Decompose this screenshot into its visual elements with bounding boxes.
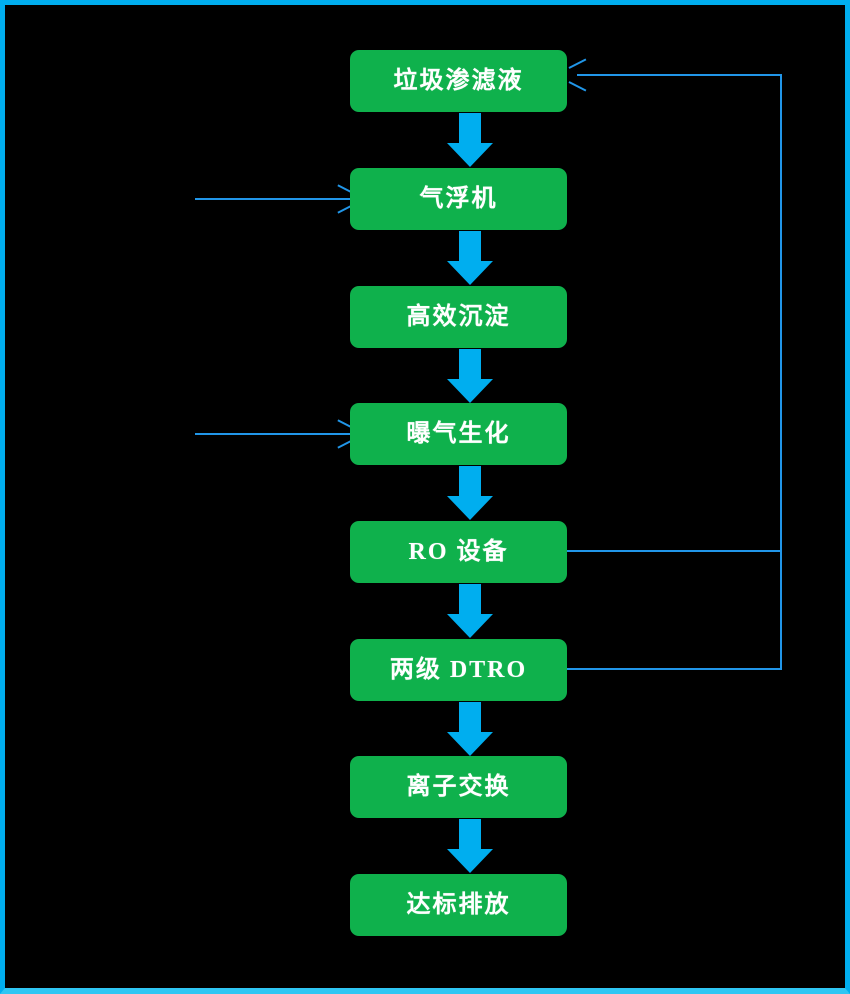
- flow-arrow-ro-to-dtro: [447, 584, 493, 638]
- node-ro[interactable]: RO 设备: [350, 521, 567, 583]
- flow-arrow-ionexchange-to-discharge: [447, 819, 493, 873]
- node-discharge-label: 达标排放: [406, 892, 511, 918]
- node-flotation-label: 气浮机: [419, 186, 498, 212]
- return-line-arrowhead: [568, 65, 588, 85]
- arrow-shaft: [459, 584, 481, 616]
- arrow-head: [447, 614, 493, 638]
- node-settling-label: 高效沉淀: [406, 304, 511, 330]
- node-leachate-label: 垃圾渗滤液: [393, 68, 524, 94]
- arrow-head: [447, 261, 493, 285]
- node-ionexchange-label: 离子交换: [406, 774, 511, 800]
- arrow-head: [447, 732, 493, 756]
- input-arrow-flotation: [195, 190, 352, 208]
- input-arrow-aeration: [195, 425, 352, 443]
- node-aeration[interactable]: 曝气生化: [350, 403, 567, 465]
- arrow-shaft: [459, 113, 481, 145]
- input-arrow-line: [195, 433, 352, 435]
- node-discharge[interactable]: 达标排放: [350, 874, 567, 936]
- arrow-shaft: [459, 349, 481, 381]
- arrow-shaft: [459, 466, 481, 498]
- flow-arrow-aeration-to-ro: [447, 466, 493, 520]
- flow-arrow-settling-to-aeration: [447, 349, 493, 403]
- node-ro-label: RO 设备: [408, 539, 509, 565]
- arrow-shaft: [459, 819, 481, 851]
- arrow-shaft: [459, 702, 481, 734]
- return-line-vertical-riser: [780, 74, 782, 670]
- node-ionexchange[interactable]: 离子交换: [350, 756, 567, 818]
- node-settling[interactable]: 高效沉淀: [350, 286, 567, 348]
- node-aeration-label: 曝气生化: [406, 421, 511, 447]
- arrow-head: [447, 143, 493, 167]
- return-line-top-horizontal: [577, 74, 782, 76]
- flow-arrow-flotation-to-settling: [447, 231, 493, 285]
- return-line-ro-horizontal: [567, 550, 782, 552]
- return-line-dtro-horizontal: [567, 668, 782, 670]
- input-arrow-line: [195, 198, 352, 200]
- flow-arrow-leachate-to-flotation: [447, 113, 493, 167]
- node-leachate[interactable]: 垃圾渗滤液: [350, 50, 567, 112]
- arrow-shaft: [459, 231, 481, 263]
- arrow-head: [447, 379, 493, 403]
- arrow-head: [447, 849, 493, 873]
- node-dtro-label: 两级 DTRO: [389, 657, 528, 683]
- flow-arrow-dtro-to-ionexchange: [447, 702, 493, 756]
- node-flotation[interactable]: 气浮机: [350, 168, 567, 230]
- node-dtro[interactable]: 两级 DTRO: [350, 639, 567, 701]
- arrow-head: [447, 496, 493, 520]
